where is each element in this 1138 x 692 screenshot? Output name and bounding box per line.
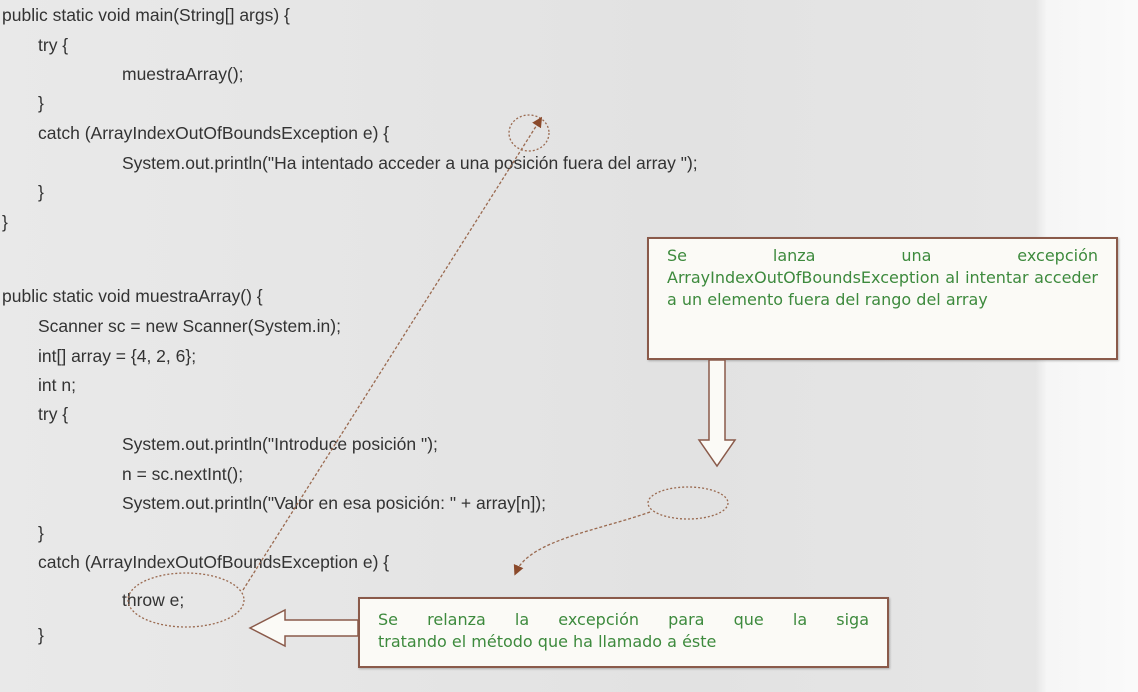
code-line: public static void muestraArray() { (2, 286, 263, 306)
propagation-arrow (242, 116, 543, 591)
code-line: } (38, 625, 44, 645)
code-line: } (38, 182, 44, 202)
code-line: int n; (38, 375, 76, 395)
highlight-throw-ellipse (127, 572, 245, 628)
code-line: muestraArray(); (122, 64, 244, 84)
code-line: throw e; (122, 590, 185, 610)
code-line: catch (ArrayIndexOutOfBoundsException e)… (38, 123, 390, 143)
code-line: } (38, 523, 44, 543)
code-line: n = sc.nextInt(); (122, 464, 244, 484)
code-line: System.out.println("Introduce posición "… (122, 434, 438, 454)
code-line: try { (38, 35, 69, 55)
throw-note-text: Se lanza una excepción ArrayIndexOutOfBo… (667, 246, 1098, 309)
rethrow-note-line2: tratando el método que ha llamado a éste (378, 632, 717, 651)
code-line: } (2, 212, 8, 232)
code-line: System.out.println("Valor en esa posició… (122, 493, 547, 513)
down-arrow-icon (697, 359, 737, 468)
code-line: public static void main(String[] args) { (2, 5, 290, 25)
left-arrow-icon (248, 608, 359, 648)
throw-note-box: Se lanza una excepción ArrayIndexOutOfBo… (647, 237, 1118, 360)
rethrow-note-box: Se relanza la excepción para que la siga… (358, 597, 889, 668)
exception-arrow (513, 511, 651, 576)
code-line: } (38, 93, 44, 113)
code-line: Scanner sc = new Scanner(System.in); (38, 316, 341, 336)
rethrow-note-line1: Se relanza la excepción para que la siga (378, 610, 869, 629)
code-line: System.out.println("Ha intentado acceder… (122, 153, 698, 173)
code-line: catch (ArrayIndexOutOfBoundsException e)… (38, 552, 390, 572)
highlight-e-ellipse (508, 114, 550, 152)
code-line: try { (38, 404, 69, 424)
highlight-array-n-ellipse (647, 486, 729, 520)
code-line: int[] array = {4, 2, 6}; (38, 346, 197, 366)
